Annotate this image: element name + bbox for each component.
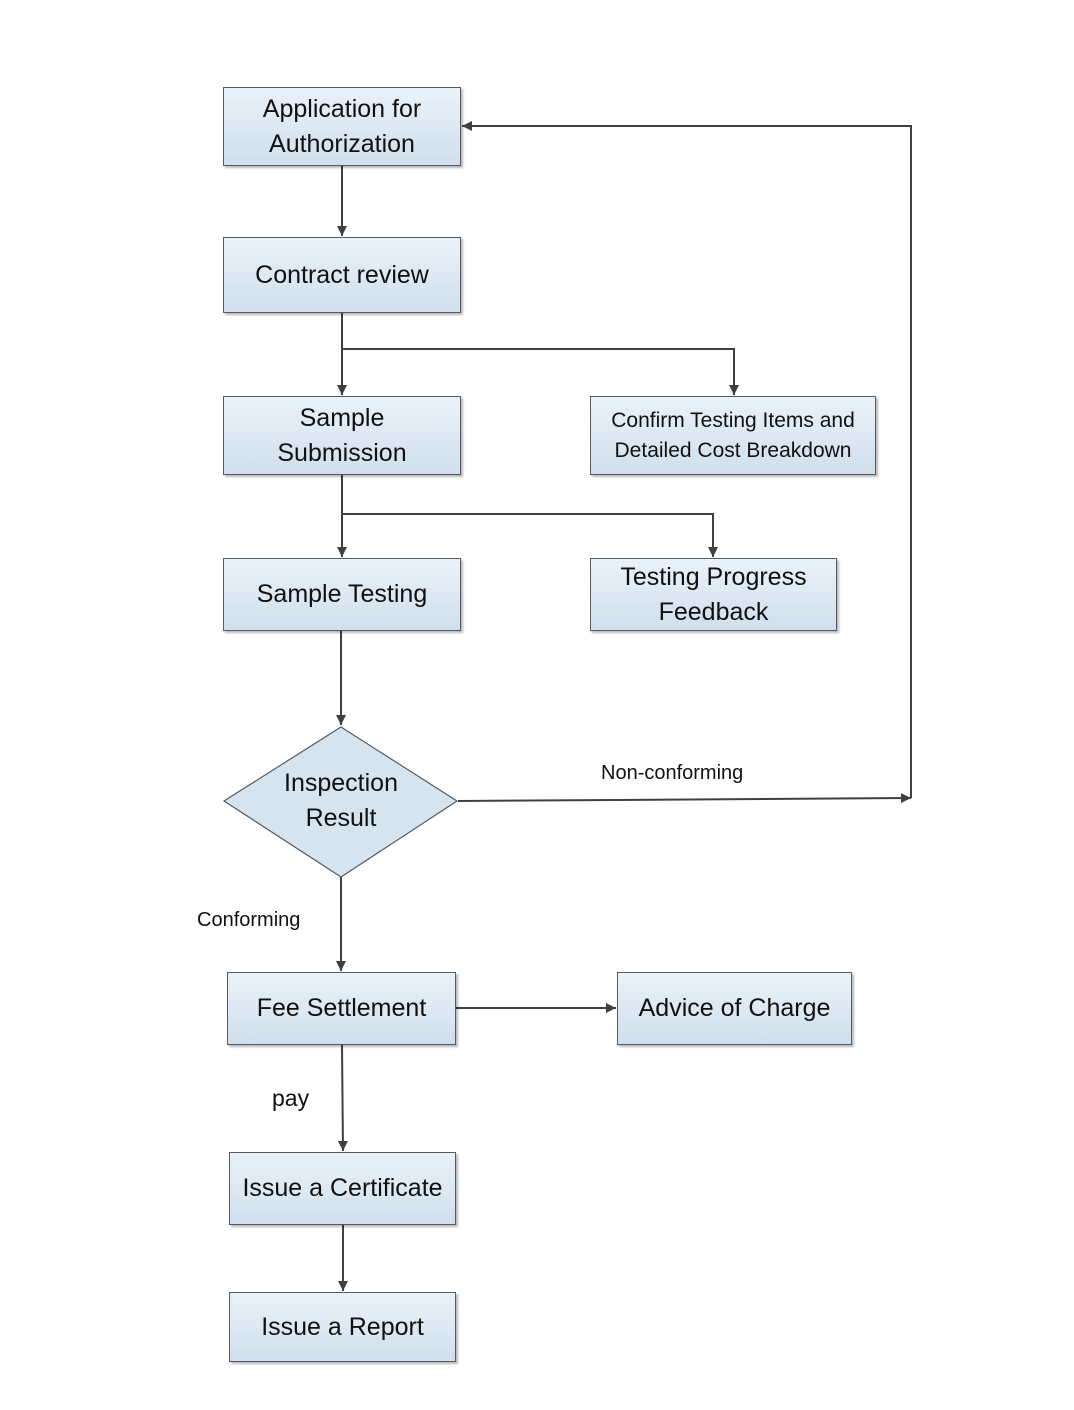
application-for-authorization-box: Application for Authorization bbox=[223, 87, 461, 166]
issue-report-box: Issue a Report bbox=[229, 1292, 456, 1362]
inspection-result-label: Inspection Result bbox=[254, 762, 428, 840]
pay-label: pay bbox=[272, 1085, 310, 1111]
testing-progress-feedback-box: Testing Progress Feedback bbox=[590, 558, 837, 631]
issue-certificate-box: Issue a Certificate bbox=[229, 1152, 456, 1225]
contract-review-text: Contract review bbox=[255, 260, 429, 289]
edge-contract-to-confirm bbox=[342, 348, 739, 395]
confirm-testing-items-box: Confirm Testing Items and Detailed Cost … bbox=[590, 396, 876, 475]
sample-submission-box: Sample Submission bbox=[223, 396, 461, 475]
application-for-authorization-text: Application for Authorization bbox=[262, 94, 422, 158]
fee-settlement-box: Fee Settlement bbox=[227, 972, 456, 1045]
edge-nonconforming bbox=[457, 793, 912, 804]
testing-progress-feedback-text: Testing Progress Feedback bbox=[620, 562, 807, 626]
inspection-result-text: Inspection Result bbox=[284, 769, 398, 832]
sample-submission-text: Sample Submission bbox=[277, 403, 407, 467]
fee-settlement-text: Fee Settlement bbox=[256, 994, 427, 1022]
edge-loop-back-to-application bbox=[462, 121, 912, 798]
confirm-testing-items-text: Confirm Testing Items and Detailed Cost … bbox=[611, 408, 855, 462]
issue-certificate-text: Issue a Certificate bbox=[242, 1174, 443, 1202]
contract-review-box: Contract review bbox=[223, 237, 461, 313]
sample-testing-box: Sample Testing bbox=[223, 558, 461, 631]
advice-of-charge-box: Advice of Charge bbox=[617, 972, 852, 1045]
edge-submission-to-progress bbox=[342, 513, 718, 557]
advice-of-charge-text: Advice of Charge bbox=[638, 994, 831, 1022]
conforming-label: Conforming bbox=[197, 909, 301, 931]
edge-pay bbox=[337, 1044, 348, 1152]
inspection-result-diamond bbox=[222, 726, 459, 878]
non-conforming-label: Non-conforming bbox=[601, 762, 744, 784]
sample-testing-text: Sample Testing bbox=[256, 580, 428, 608]
issue-report-text: Issue a Report bbox=[261, 1312, 424, 1341]
